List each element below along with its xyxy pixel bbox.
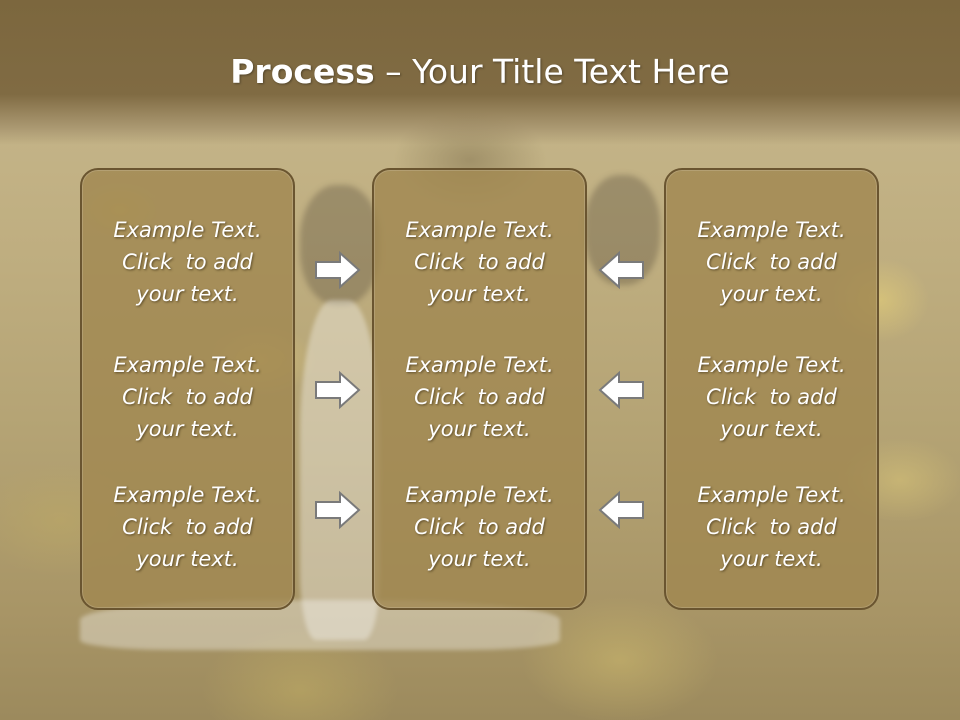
- text-line: Click to add: [122, 385, 253, 409]
- text-line: your text.: [136, 282, 239, 306]
- text-line: Click to add: [706, 250, 837, 274]
- text-line: Example Text.: [697, 353, 846, 377]
- text-line: your text.: [428, 282, 531, 306]
- text-placeholder[interactable]: Example Text. Click to add your text.: [82, 479, 293, 575]
- dog-body-left: [300, 300, 380, 640]
- text-placeholder[interactable]: Example Text. Click to add your text.: [374, 479, 585, 575]
- text-line: your text.: [720, 547, 823, 571]
- slide-title[interactable]: Process – Your Title Text Here: [0, 52, 960, 91]
- title-bar: [0, 0, 960, 145]
- text-placeholder[interactable]: Example Text. Click to add your text.: [82, 214, 293, 310]
- text-line: Example Text.: [405, 218, 554, 242]
- text-line: Click to add: [706, 385, 837, 409]
- process-box-right[interactable]: Example Text. Click to add your text. Ex…: [664, 168, 879, 610]
- text-line: Example Text.: [113, 218, 262, 242]
- text-line: your text.: [136, 417, 239, 441]
- text-line: Example Text.: [405, 353, 554, 377]
- text-line: Click to add: [414, 250, 545, 274]
- arrow-left-icon[interactable]: [597, 490, 645, 530]
- text-line: Example Text.: [113, 483, 262, 507]
- arrow-right-icon[interactable]: [314, 490, 362, 530]
- text-line: Example Text.: [113, 353, 262, 377]
- text-line: Example Text.: [697, 483, 846, 507]
- text-line: your text.: [720, 282, 823, 306]
- arrow-right-icon[interactable]: [314, 250, 362, 290]
- text-placeholder[interactable]: Example Text. Click to add your text.: [82, 349, 293, 445]
- text-line: Click to add: [414, 385, 545, 409]
- text-placeholder[interactable]: Example Text. Click to add your text.: [374, 214, 585, 310]
- text-placeholder[interactable]: Example Text. Click to add your text.: [666, 214, 877, 310]
- arrow-left-icon[interactable]: [597, 370, 645, 410]
- text-line: Example Text.: [697, 218, 846, 242]
- text-placeholder[interactable]: Example Text. Click to add your text.: [666, 479, 877, 575]
- text-line: your text.: [428, 547, 531, 571]
- text-line: your text.: [720, 417, 823, 441]
- text-line: your text.: [136, 547, 239, 571]
- text-line: Click to add: [122, 515, 253, 539]
- title-rest: – Your Title Text Here: [374, 52, 730, 91]
- arrow-right-icon[interactable]: [314, 370, 362, 410]
- text-line: Click to add: [414, 515, 545, 539]
- text-line: your text.: [428, 417, 531, 441]
- process-box-left[interactable]: Example Text. Click to add your text. Ex…: [80, 168, 295, 610]
- process-box-center[interactable]: Example Text. Click to add your text. Ex…: [372, 168, 587, 610]
- text-line: Click to add: [122, 250, 253, 274]
- title-bold: Process: [230, 52, 375, 91]
- text-line: Example Text.: [405, 483, 554, 507]
- arrow-left-icon[interactable]: [597, 250, 645, 290]
- text-placeholder[interactable]: Example Text. Click to add your text.: [374, 349, 585, 445]
- text-placeholder[interactable]: Example Text. Click to add your text.: [666, 349, 877, 445]
- text-line: Click to add: [706, 515, 837, 539]
